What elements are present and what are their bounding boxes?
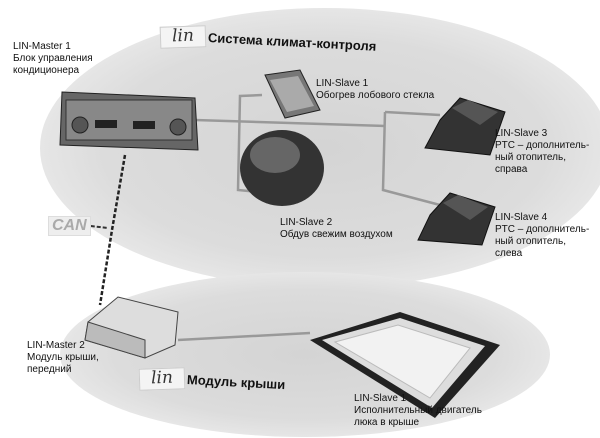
lin-bus-roof [177,331,311,342]
lin-master-1-name: LIN-Master 1 [13,41,71,52]
roof-lin-slave-1-desc: Исполнительный двигатель люка в крыше [354,405,482,428]
lin-master-2-name: LIN-Master 2 [27,340,85,351]
lin-slave-1-desc: Обогрев лобового стекла [316,90,435,101]
lin-slave-4-name: LIN-Slave 4 [495,212,548,223]
lin-master-1-desc: Блок управления кондиционера [13,53,93,76]
ptc-heater-right [424,97,506,156]
lin-master-2-desc: Модуль крыши, передний [27,352,99,375]
lin-slave-2-name: LIN-Slave 2 [280,217,333,228]
lin-slave-3-name: LIN-Slave 3 [495,128,548,139]
lin-slave-3-desc: PTC – дополнитель- ный отопитель, справа [495,140,590,175]
roof-lin-slave-1-name: LIN-Slave 1 [354,393,407,404]
lin-slave-2-desc: Обдув свежим воздухом [280,229,393,240]
lin-slave-1-name: LIN-Slave 1 [316,78,369,89]
roof-module [84,296,179,359]
fresh-air-blower [240,130,324,206]
can-label: CAN [48,216,91,236]
ptc-heater-left [417,192,496,246]
climate-control-unit [59,91,199,151]
lin-logo: lin [159,25,207,49]
lin-slave-4-desc: PTC – дополнитель- ный отопитель, слева [495,224,590,259]
windshield-heater [264,69,321,119]
sunroof-motor-frame [310,312,500,418]
can-bus [98,154,127,306]
lin-logo: lin [138,367,186,391]
